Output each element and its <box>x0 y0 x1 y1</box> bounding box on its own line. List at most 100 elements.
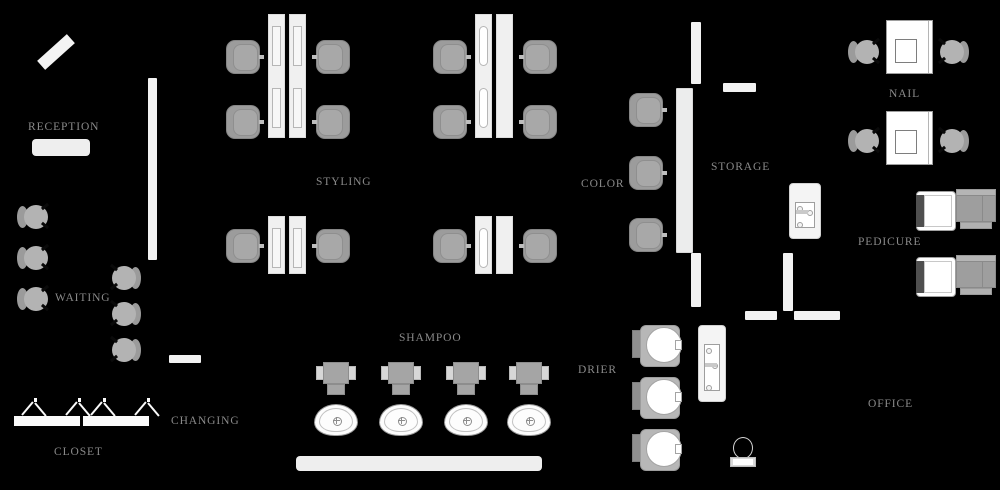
waiting-chair[interactable] <box>15 241 50 275</box>
chair-cushion <box>233 44 258 71</box>
table-edge <box>928 112 929 164</box>
waiting-chair[interactable] <box>109 261 144 295</box>
pedicure-tub-inner <box>924 261 952 293</box>
styling-station-2-mirror <box>479 26 488 66</box>
styling-station-2-counter-right[interactable] <box>496 14 513 138</box>
entry-door[interactable] <box>37 34 75 70</box>
shampoo-unit-1-chair[interactable] <box>316 362 356 404</box>
closet-unit-2[interactable] <box>83 416 149 426</box>
chair-cushion <box>440 109 465 136</box>
shampoo-counter[interactable] <box>296 456 542 471</box>
chair-seat <box>520 384 538 395</box>
hanger-arm <box>65 401 78 416</box>
pedicure-footrest-pad <box>916 195 926 227</box>
wall-color-lower <box>691 253 701 307</box>
color-chair-1[interactable] <box>627 91 667 129</box>
hanger-arm <box>78 402 91 417</box>
zone-label-reception: RECEPTION <box>28 121 100 133</box>
styling-chair[interactable] <box>224 103 264 141</box>
shampoo-unit-2-basin[interactable] <box>379 404 423 436</box>
nail-station-1-chair[interactable] <box>846 35 881 69</box>
styling-chair[interactable] <box>519 227 559 265</box>
styling-station-3-mirror <box>293 228 302 268</box>
styling-chair[interactable] <box>519 103 559 141</box>
zone-label-waiting: WAITING <box>55 292 111 304</box>
chair-cushion <box>233 233 258 260</box>
zone-label-color: COLOR <box>581 178 625 190</box>
nail-station-1-table[interactable] <box>886 20 933 74</box>
drier-nub <box>675 392 682 402</box>
shampoo-unit-1-basin[interactable] <box>314 404 358 436</box>
shampoo-unit-2-chair[interactable] <box>381 362 421 404</box>
nail-station-2-chair[interactable] <box>937 124 972 158</box>
basin-inner <box>384 408 418 432</box>
pedicure-station-1[interactable] <box>916 189 996 233</box>
wall-office-left <box>745 311 777 320</box>
drier-chair-2[interactable] <box>632 375 684 421</box>
styling-station-4-mirror <box>479 228 488 268</box>
zone-label-closet: CLOSET <box>54 446 103 458</box>
styling-chair[interactable] <box>431 103 471 141</box>
styling-chair[interactable] <box>224 227 264 265</box>
chair-armrest <box>466 120 471 124</box>
styling-chair[interactable] <box>519 38 559 76</box>
chair-arm <box>871 145 881 154</box>
toilet-tank-inner <box>733 459 753 465</box>
nail-station-2-chair[interactable] <box>846 124 881 158</box>
chair-cushion <box>636 160 661 187</box>
wall-office-right <box>794 311 840 320</box>
shampoo-unit-3-basin[interactable] <box>444 404 488 436</box>
chair-seat <box>392 384 410 395</box>
wall-storage-right <box>783 253 793 311</box>
styling-chair[interactable] <box>431 38 471 76</box>
appliance-knob <box>797 222 803 228</box>
washer-storage[interactable] <box>789 183 821 239</box>
waiting-chair[interactable] <box>109 297 144 331</box>
styling-station-4-counter-right[interactable] <box>496 216 513 274</box>
pedicure-seat-divider <box>982 195 983 222</box>
chair-cushion <box>636 97 661 124</box>
nail-station-1-chair[interactable] <box>937 35 972 69</box>
toilet-fixture[interactable] <box>730 437 756 467</box>
chair-armrest <box>259 120 264 124</box>
basin-drain-icon <box>525 416 535 426</box>
styling-chair[interactable] <box>431 227 471 265</box>
nail-hand-pad <box>895 130 917 154</box>
shampoo-unit-3-chair[interactable] <box>446 362 486 404</box>
chair-back <box>323 362 349 384</box>
color-chair-3[interactable] <box>627 216 667 254</box>
hanger-hook <box>147 398 150 402</box>
drier-chair-3[interactable] <box>632 427 684 473</box>
hanger-arm <box>103 402 116 417</box>
chair-cushion <box>636 222 661 249</box>
chair-arm <box>937 37 947 46</box>
reception-desk[interactable] <box>32 139 90 156</box>
chair-cushion <box>525 233 550 260</box>
chair-armrest <box>259 244 264 248</box>
shampoo-unit-4-chair[interactable] <box>509 362 549 404</box>
drier-chair-1[interactable] <box>632 323 684 369</box>
hanger-arm <box>34 402 47 417</box>
chair-armrest <box>519 244 524 248</box>
drier-nub <box>675 444 682 454</box>
closet-unit-1[interactable] <box>14 416 80 426</box>
chair-armrest <box>312 244 317 248</box>
waiting-chair[interactable] <box>109 333 144 367</box>
basin-inner <box>319 408 353 432</box>
washer-drier-area[interactable] <box>698 325 726 402</box>
shampoo-unit-4-basin[interactable] <box>507 404 551 436</box>
styling-chair[interactable] <box>224 38 264 76</box>
waiting-chair[interactable] <box>15 282 50 316</box>
styling-chair[interactable] <box>312 103 352 141</box>
styling-chair[interactable] <box>312 38 352 76</box>
drier-nub <box>675 340 682 350</box>
color-chair-2[interactable] <box>627 154 667 192</box>
nail-station-2-table[interactable] <box>886 111 933 165</box>
pedicure-station-2[interactable] <box>916 255 996 299</box>
waiting-chair[interactable] <box>15 200 50 234</box>
appliance-knob <box>706 348 712 354</box>
chair-armrest <box>478 366 486 380</box>
styling-chair[interactable] <box>312 227 352 265</box>
chair-armrest <box>541 366 549 380</box>
zone-label-shampoo: SHAMPOO <box>399 332 462 344</box>
